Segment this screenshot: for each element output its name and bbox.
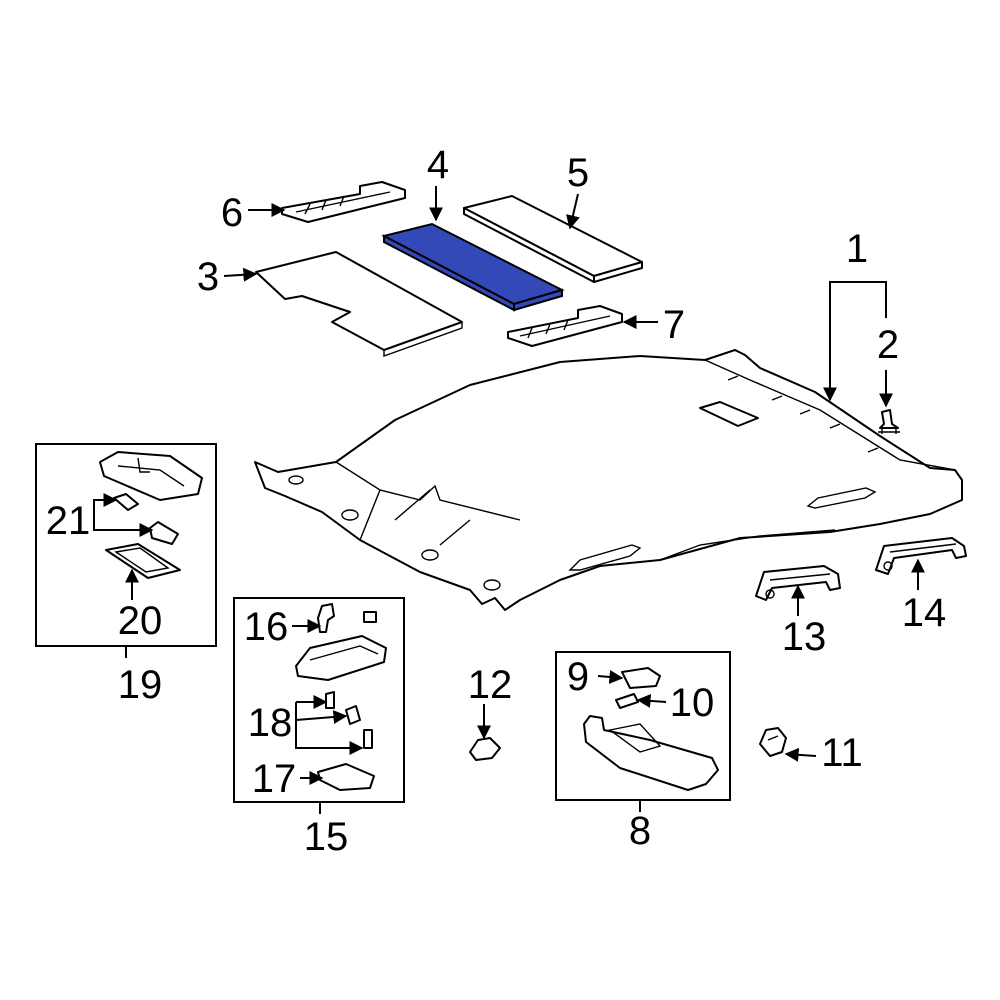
callout-4[interactable]: 4	[427, 143, 449, 187]
callout-19[interactable]: 19	[118, 663, 163, 707]
callout-labels: 1 2 3 4 5 6 7 8 9 10 11 12 13 14 15 16 1…	[46, 143, 947, 859]
callout-9[interactable]: 9	[567, 655, 589, 699]
part-14-grab-handle[interactable]	[875, 537, 967, 575]
callout-13[interactable]: 13	[782, 615, 827, 659]
part-13-grab-handle[interactable]	[755, 565, 841, 601]
part-2-clip[interactable]	[878, 409, 900, 434]
part-11-clip[interactable]	[759, 727, 787, 757]
callout-20[interactable]: 20	[118, 599, 163, 643]
callout-3[interactable]: 3	[197, 255, 219, 299]
callout-8[interactable]: 8	[629, 809, 651, 853]
part-7-bracket[interactable]	[507, 305, 623, 347]
callout-10[interactable]: 10	[670, 681, 715, 725]
box-8-sun-visor	[555, 651, 731, 801]
part-1-headliner[interactable]	[254, 349, 963, 611]
callout-21[interactable]: 21	[46, 499, 91, 543]
callout-11[interactable]: 11	[821, 731, 863, 775]
callout-2[interactable]: 2	[877, 323, 899, 367]
callout-18[interactable]: 18	[248, 701, 293, 745]
part-3-pad[interactable]	[255, 251, 463, 357]
callout-17[interactable]: 17	[252, 757, 297, 801]
callout-6[interactable]: 6	[221, 191, 243, 235]
callout-16[interactable]: 16	[244, 605, 289, 649]
callout-14[interactable]: 14	[902, 591, 947, 635]
part-4-pad-highlighted[interactable]	[381, 222, 565, 312]
box-15-map-light	[233, 597, 405, 803]
part-5-pad[interactable]	[463, 195, 643, 283]
part-6-bracket[interactable]	[281, 181, 406, 223]
callout-12[interactable]: 12	[468, 663, 513, 707]
callout-5[interactable]: 5	[567, 151, 589, 195]
callout-15[interactable]: 15	[304, 815, 349, 859]
leader-lines	[93, 186, 925, 814]
callout-7[interactable]: 7	[663, 303, 685, 347]
callout-1[interactable]: 1	[846, 227, 868, 271]
part-12-clip[interactable]	[469, 737, 501, 761]
